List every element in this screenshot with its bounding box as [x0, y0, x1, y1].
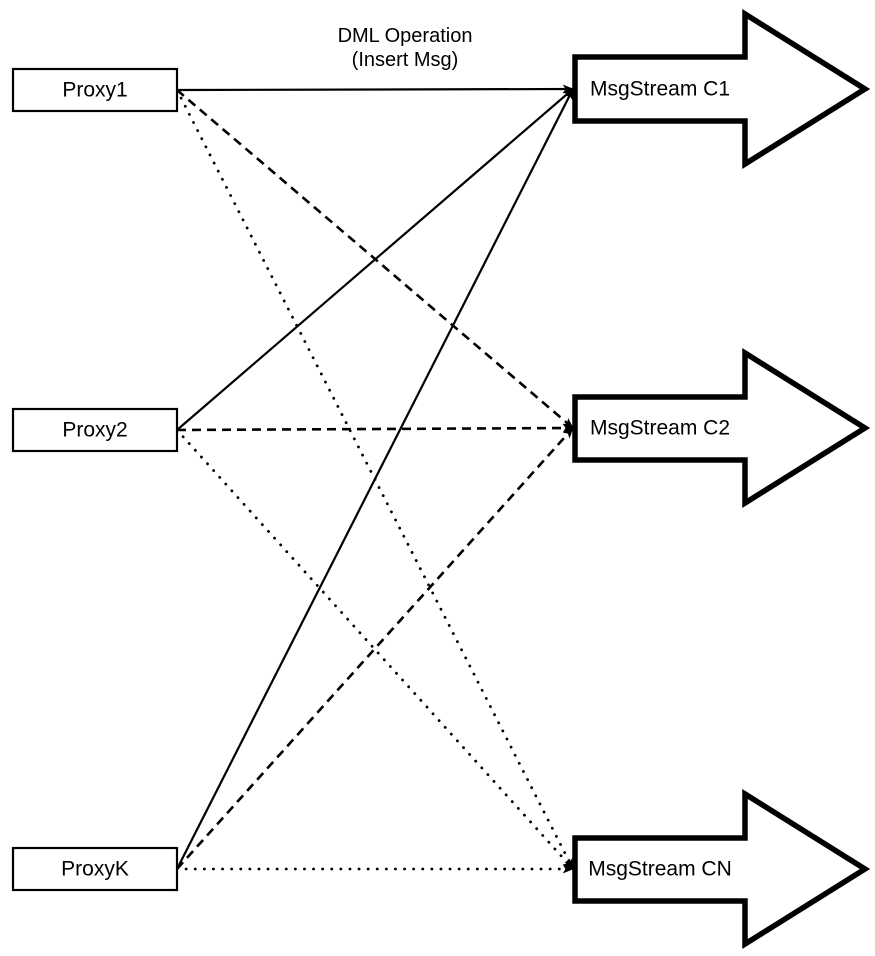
edge-label-dml-operation: DML Operation (Insert Msg) — [338, 25, 473, 71]
proxy-box-rect — [11, 67, 179, 113]
proxy-box-rect — [11, 407, 179, 453]
stream-arrow-shape — [572, 789, 871, 949]
stream-arrow-shape — [572, 348, 871, 508]
stream-label: MsgStream C2 — [590, 417, 730, 440]
proxy-label: ProxyK — [61, 858, 129, 881]
stream-node-stream_cn[interactable]: MsgStream CN — [572, 789, 871, 949]
proxy-label: Proxy2 — [62, 419, 127, 442]
connection-line-solid — [176, 88, 574, 431]
edge-label-line1: DML Operation — [338, 25, 473, 47]
connection-line-dashed — [176, 427, 574, 870]
stream-arrow-shape — [572, 9, 871, 169]
connection-line-dashed — [176, 423, 574, 433]
stream-nodes-layer: MsgStream C1 MsgStream C2 MsgStream CN — [572, 9, 871, 949]
stream-label: MsgStream C1 — [590, 78, 730, 101]
connection-p1-c1 — [176, 84, 574, 94]
connections-layer — [175, 84, 575, 874]
connection-p2-c1 — [176, 88, 574, 431]
connection-line-solid — [176, 88, 574, 870]
proxy-label: Proxy1 — [62, 79, 127, 102]
proxy-node-proxy2[interactable]: Proxy2 — [11, 407, 179, 453]
proxy-node-proxy1[interactable]: Proxy1 — [11, 67, 179, 113]
stream-node-stream_c1[interactable]: MsgStream C1 — [572, 9, 871, 169]
connection-pk-c1 — [176, 88, 574, 870]
connection-pk-c2 — [176, 427, 574, 870]
proxy-box-rect — [11, 846, 179, 892]
connection-line-solid — [176, 84, 574, 94]
connection-p2-cn — [175, 428, 575, 871]
stream-node-stream_c2[interactable]: MsgStream C2 — [572, 348, 871, 508]
connection-p2-c2 — [176, 423, 574, 433]
connection-line-dotted — [175, 428, 575, 871]
proxy-node-proxyk[interactable]: ProxyK — [11, 846, 179, 892]
stream-label: MsgStream CN — [588, 858, 732, 881]
edge-label-line2: (Insert Msg) — [352, 49, 459, 71]
